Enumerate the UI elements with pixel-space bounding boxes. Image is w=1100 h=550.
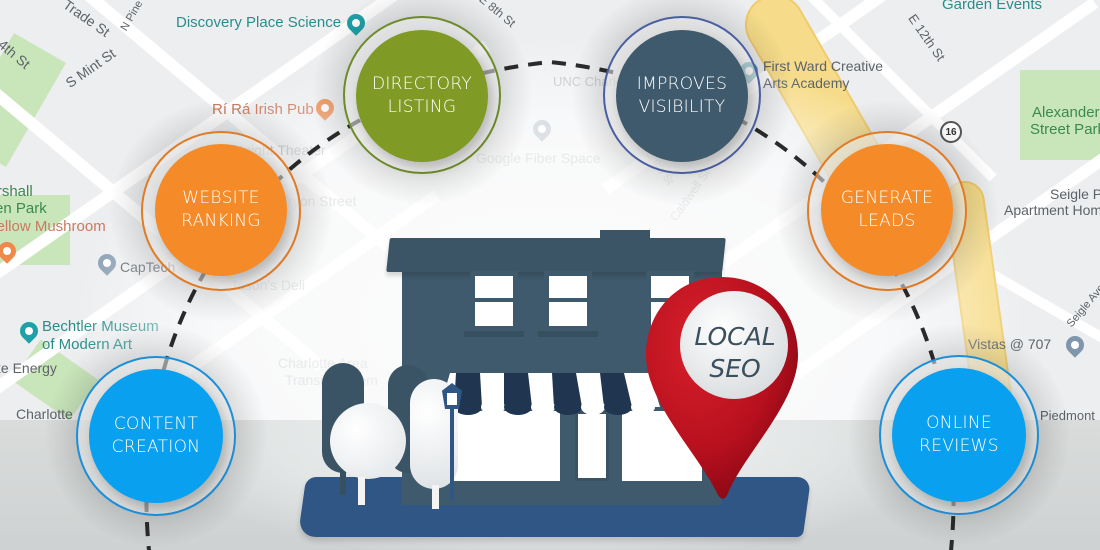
local-seo-line2: SEO bbox=[709, 354, 761, 383]
lamp-glass bbox=[447, 393, 457, 405]
badge-label: LISTING bbox=[387, 97, 457, 117]
tree-trunk bbox=[358, 477, 365, 505]
window-sill bbox=[538, 331, 598, 337]
badge-label: REVIEWS bbox=[919, 436, 999, 456]
badge-label: LEADS bbox=[858, 211, 916, 231]
map-street-label: E 12th St bbox=[905, 11, 949, 64]
lamp-post bbox=[450, 405, 454, 501]
location-pin-icon bbox=[1062, 332, 1088, 358]
badge-label: GENERATE bbox=[840, 188, 934, 208]
badge-label: WEBSITE bbox=[182, 188, 260, 208]
map-poi-label: Alexander bbox=[1032, 104, 1100, 121]
map-poi-label: Seigle Point bbox=[1050, 186, 1100, 202]
building-roof bbox=[386, 238, 726, 272]
park-area bbox=[1020, 70, 1100, 160]
local-seo-line1: LOCAL bbox=[694, 322, 776, 351]
window-sill bbox=[464, 331, 524, 337]
badge-label: RANKING bbox=[181, 211, 261, 231]
map-poi-label: Mellow Mushroom bbox=[0, 218, 106, 235]
badge-online-reviews: ONLINE REVIEWS bbox=[849, 325, 1069, 545]
local-seo-label: LOCAL SEO bbox=[680, 321, 790, 385]
badge-label: ONLINE bbox=[926, 413, 992, 433]
badge-label: CREATION bbox=[111, 437, 201, 457]
badge-website-ranking: WEBSITE RANKING bbox=[111, 101, 331, 321]
shop-window bbox=[440, 411, 560, 481]
tree-trunk bbox=[340, 465, 346, 495]
map-street-label: S Mint St bbox=[62, 45, 119, 91]
tree-trunk bbox=[432, 485, 439, 509]
map-poi-label: Apartment Homes bbox=[1004, 202, 1100, 218]
badge-generate-leads: GENERATE LEADS bbox=[777, 101, 997, 321]
map-poi-label: Green Park bbox=[0, 200, 47, 217]
badge-label: CONTENT bbox=[113, 414, 199, 434]
badge-label: IMPROVES bbox=[636, 74, 728, 94]
map-poi-label: Piedmont bbox=[1040, 408, 1095, 423]
map-poi-label: Street Park bbox=[1030, 121, 1100, 138]
map-poi-label: Marshall bbox=[0, 183, 33, 200]
map-poi-label: Discovery Place Science bbox=[176, 14, 342, 31]
badge-improves-visibility: IMPROVES VISIBILITY bbox=[573, 0, 791, 204]
map-poi-label: Charlotte bbox=[16, 406, 73, 422]
location-pin-icon bbox=[646, 277, 798, 499]
window bbox=[470, 271, 518, 331]
shop-door bbox=[575, 411, 609, 481]
striped-awning bbox=[440, 373, 660, 415]
storefront-illustration: LOCAL SEO bbox=[290, 215, 812, 545]
window bbox=[544, 271, 592, 331]
badge-label: VISIBILITY bbox=[638, 97, 726, 117]
badge-content-creation: CONTENT CREATION bbox=[46, 326, 266, 546]
roof-vent bbox=[600, 230, 650, 244]
museum-pin-icon bbox=[16, 318, 42, 344]
map-poi-label: Duke Energy bbox=[0, 360, 57, 376]
map-poi-label: Garden Events bbox=[942, 0, 1043, 13]
badge-label: DIRECTORY bbox=[371, 74, 473, 94]
badge-directory-listing: DIRECTORY LISTING bbox=[313, 0, 531, 204]
tree-white bbox=[330, 403, 406, 479]
